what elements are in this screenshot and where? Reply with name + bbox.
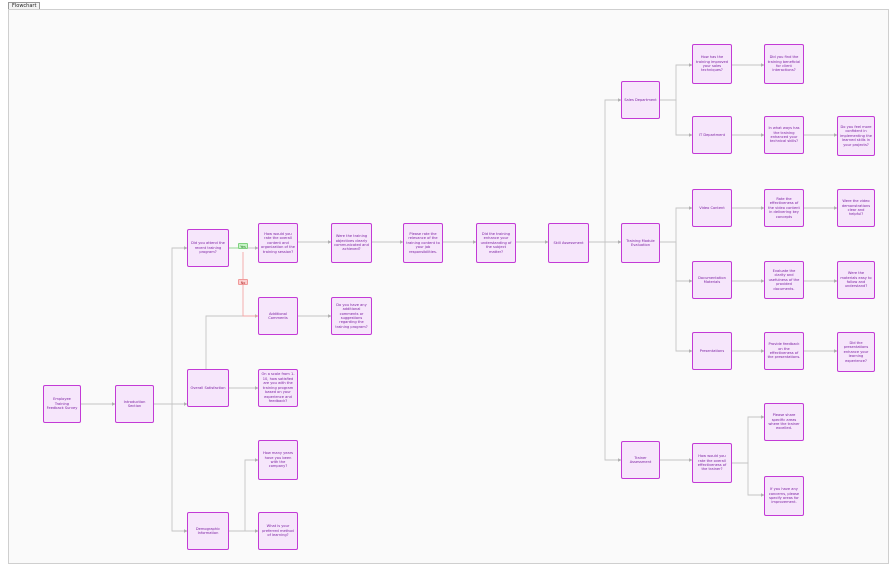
node-rate[interactable]: How would you rate the overall content a… <box>258 223 298 263</box>
node-addq[interactable]: Do you have any additional comments or s… <box>331 297 372 335</box>
node-videoq[interactable]: Rate the effectiveness of the video cont… <box>764 189 804 227</box>
node-trainer[interactable]: Trainer Assessment <box>621 441 660 479</box>
node-pref[interactable]: What is your preferred method of learnin… <box>258 512 298 550</box>
node-salesq[interactable]: How has the training improved your sales… <box>692 44 732 84</box>
node-skill[interactable]: Skill Assessment <box>548 223 589 263</box>
node-scale[interactable]: On a scale from 1-10, how satisfied are … <box>258 369 298 407</box>
node-clear[interactable]: Were the training objectives clearly com… <box>331 223 372 263</box>
node-itq2[interactable]: Do you feel more confident in implementi… <box>837 116 875 156</box>
node-pres[interactable]: Presentations <box>692 332 732 370</box>
node-presq2[interactable]: Did the presentations enhance your learn… <box>837 332 875 372</box>
edge-dept-it <box>660 99 693 137</box>
node-overall[interactable]: Overall Satisfaction <box>187 369 229 407</box>
node-years[interactable]: How many years have you been with the co… <box>258 440 298 480</box>
node-salesq2[interactable]: Did you find the training beneficial for… <box>764 44 804 84</box>
node-video[interactable]: Video Content <box>692 189 732 227</box>
node-docs[interactable]: Documentation Materials <box>692 261 732 299</box>
node-relevance[interactable]: Please rate the relevance of the trainin… <box>403 223 443 263</box>
node-itq[interactable]: In what ways has the training enhanced y… <box>764 116 804 154</box>
edge-trainq-concern <box>732 462 765 497</box>
edge-dept-salesq <box>660 63 693 101</box>
node-intro[interactable]: Introduction Section <box>115 385 154 423</box>
node-enhance[interactable]: Did the training enhance your understand… <box>476 223 516 263</box>
flowchart-tab[interactable]: Flowchart <box>8 2 41 10</box>
node-module[interactable]: Training Module Evaluation <box>621 223 660 263</box>
node-share[interactable]: Please share specific areas where the tr… <box>764 403 804 441</box>
yes-label: Yes <box>238 243 248 249</box>
node-dept[interactable]: Sales Department <box>621 81 660 119</box>
node-attend[interactable]: Did you attend the recent training progr… <box>187 229 229 267</box>
node-docq2[interactable]: Were the materials easy to follow and un… <box>837 261 875 299</box>
edge-demo-years <box>229 458 259 532</box>
node-addl[interactable]: Additional Comments <box>258 297 298 335</box>
node-demo[interactable]: Demographic Information <box>187 512 229 550</box>
edge-intro-demo <box>154 403 188 533</box>
edge-intro-attend <box>154 246 188 405</box>
edge-attend-no <box>242 252 258 317</box>
edge-module-video <box>660 206 693 243</box>
edge-module-pres <box>660 241 693 353</box>
node-survey[interactable]: Employee Training Feedback Survey <box>43 385 81 423</box>
edge-skill-dept <box>589 98 622 243</box>
diagram-canvas <box>8 9 889 564</box>
node-presq[interactable]: Provide feedback on the effectiveness of… <box>764 332 804 370</box>
no-label: No <box>238 279 248 285</box>
edge-skill-trainer <box>589 241 622 462</box>
node-videoq2[interactable]: Were the video demonstrations clear and … <box>837 189 875 227</box>
edge-trainq-share <box>732 415 765 464</box>
node-trainq[interactable]: How would you rate the overall effective… <box>692 443 732 483</box>
node-concern[interactable]: If you have any concerns, please specify… <box>764 476 804 516</box>
node-it[interactable]: IT Department <box>692 116 732 154</box>
node-docq[interactable]: Evaluate the clarity and usefulness of t… <box>764 261 804 299</box>
